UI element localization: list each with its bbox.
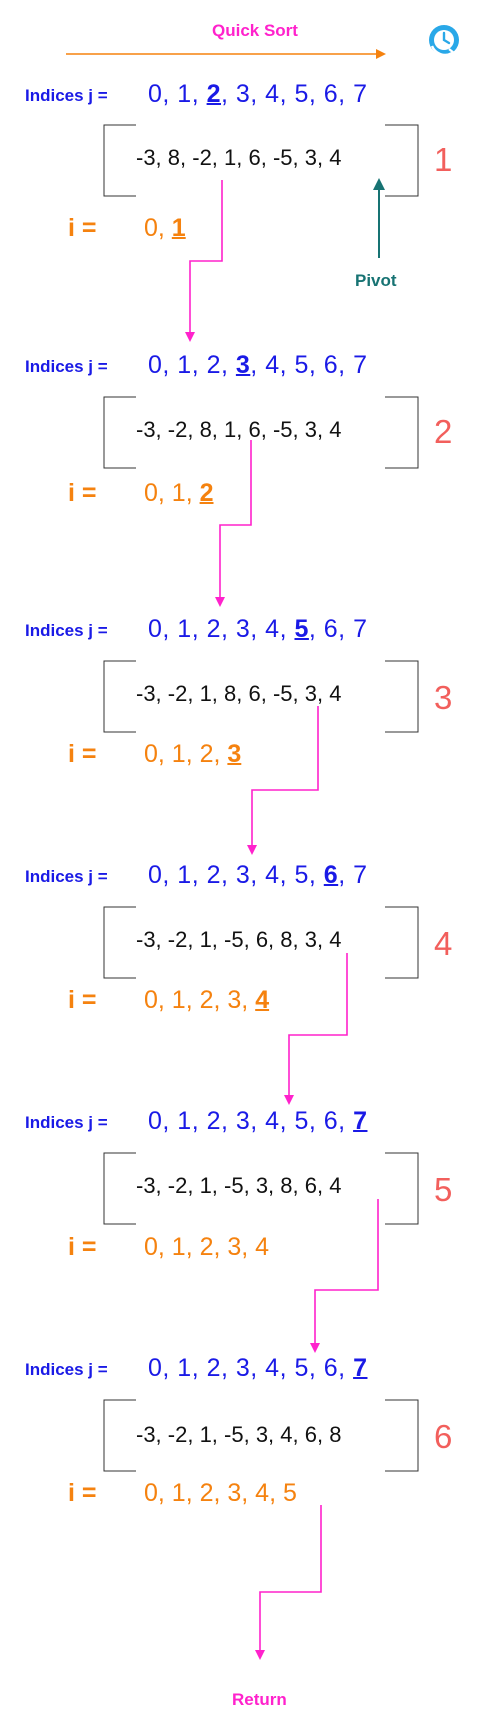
clock-refresh-icon[interactable] [426, 22, 462, 58]
i-label: i = [68, 740, 97, 768]
array-values: -3, -2, 8, 1, 6, -5, 3, 4 [136, 417, 342, 442]
j-indices-values: 0, 1, 2, 3, 4, 5, 6, 7 [148, 1354, 367, 1383]
i-label: i = [68, 479, 97, 507]
j-indices-values: 0, 1, 2, 3, 4, 5, 6, 7 [148, 80, 367, 109]
array-bracket [103, 124, 419, 197]
array-bracket [103, 1152, 419, 1225]
i-values: 0, 1 [144, 214, 186, 243]
j-values-after: , 4, 5, 6, 7 [250, 351, 368, 379]
array-bracket [103, 660, 419, 733]
j-current-index: 2 [206, 80, 221, 108]
step-number: 2 [434, 413, 453, 450]
j-indices-values: 0, 1, 2, 3, 4, 5, 6, 7 [148, 861, 367, 890]
i-values: 0, 1, 2, 3 [144, 740, 241, 769]
flow-arrow [247, 706, 319, 855]
step-number: 6 [434, 1418, 453, 1455]
j-current-index: 5 [294, 615, 309, 643]
j-current-index: 6 [323, 861, 339, 889]
diagram-title: Quick Sort [212, 21, 298, 40]
j-values-before: 0, 1, 2, 3, 4, 5, [148, 861, 324, 889]
j-values-after: , 3, 4, 5, 6, 7 [221, 80, 368, 108]
i-values: 0, 1, 2 [144, 479, 214, 508]
array-values: -3, -2, 1, -5, 6, 8, 3, 4 [136, 927, 342, 952]
j-indices-values: 0, 1, 2, 3, 4, 5, 6, 7 [148, 351, 367, 380]
j-current-index: 7 [353, 1107, 368, 1135]
i-values-before: 0, 1, [144, 479, 200, 507]
j-indices-label: Indices j = [25, 621, 108, 640]
i-label: i = [68, 1479, 97, 1507]
array-bracket [103, 1399, 419, 1472]
i-values-before: 0, 1, 2, [144, 740, 228, 768]
i-values-before: 0, [144, 214, 172, 242]
pivot-label: Pivot [355, 271, 397, 290]
array-values: -3, 8, -2, 1, 6, -5, 3, 4 [136, 145, 342, 170]
i-current-index: 3 [227, 740, 242, 768]
flow-arrow [310, 1199, 379, 1353]
flow-arrow [185, 180, 223, 342]
j-values-before: 0, 1, 2, 3, 4, 5, 6, [148, 1107, 354, 1135]
i-current-index: 1 [171, 214, 186, 242]
i-label: i = [68, 986, 97, 1014]
j-indices-label: Indices j = [25, 357, 108, 376]
step-number: 1 [434, 141, 453, 178]
j-values-after: , 6, 7 [308, 615, 368, 643]
j-indices-label: Indices j = [25, 867, 108, 886]
j-indices-label: Indices j = [25, 1113, 108, 1132]
j-values-before: 0, 1, [148, 80, 207, 108]
j-indices-values: 0, 1, 2, 3, 4, 5, 6, 7 [148, 1107, 367, 1136]
step-number: 4 [434, 925, 453, 962]
j-indices-label: Indices j = [25, 1360, 108, 1379]
i-values: 0, 1, 2, 3, 4, 5 [144, 1479, 297, 1507]
flow-arrow [284, 953, 348, 1105]
j-values-after: , 7 [338, 861, 368, 889]
array-bracket [103, 906, 419, 979]
flow-arrow [215, 440, 252, 607]
j-current-index: 7 [353, 1354, 368, 1382]
i-label: i = [68, 214, 97, 242]
j-values-before: 0, 1, 2, [148, 351, 236, 379]
step-number: 5 [434, 1171, 453, 1208]
i-current-index: 2 [199, 479, 214, 507]
i-current-index: 4 [255, 986, 270, 1014]
j-indices-label: Indices j = [25, 86, 108, 105]
array-values: -3, -2, 1, -5, 3, 8, 6, 4 [136, 1173, 342, 1198]
step-number: 3 [434, 679, 453, 716]
i-values-before: 0, 1, 2, 3, [144, 986, 256, 1014]
j-values-before: 0, 1, 2, 3, 4, 5, 6, [148, 1354, 354, 1382]
j-current-index: 3 [235, 351, 251, 379]
array-values: -3, -2, 1, 8, 6, -5, 3, 4 [136, 681, 342, 706]
flow-arrow [255, 1505, 322, 1660]
j-indices-values: 0, 1, 2, 3, 4, 5, 6, 7 [148, 615, 367, 644]
i-values: 0, 1, 2, 3, 4 [144, 986, 269, 1015]
j-values-before: 0, 1, 2, 3, 4, [148, 615, 295, 643]
i-label: i = [68, 1233, 97, 1261]
array-values: -3, -2, 1, -5, 3, 4, 6, 8 [136, 1422, 342, 1447]
array-bracket [103, 396, 419, 469]
i-values: 0, 1, 2, 3, 4 [144, 1233, 270, 1261]
